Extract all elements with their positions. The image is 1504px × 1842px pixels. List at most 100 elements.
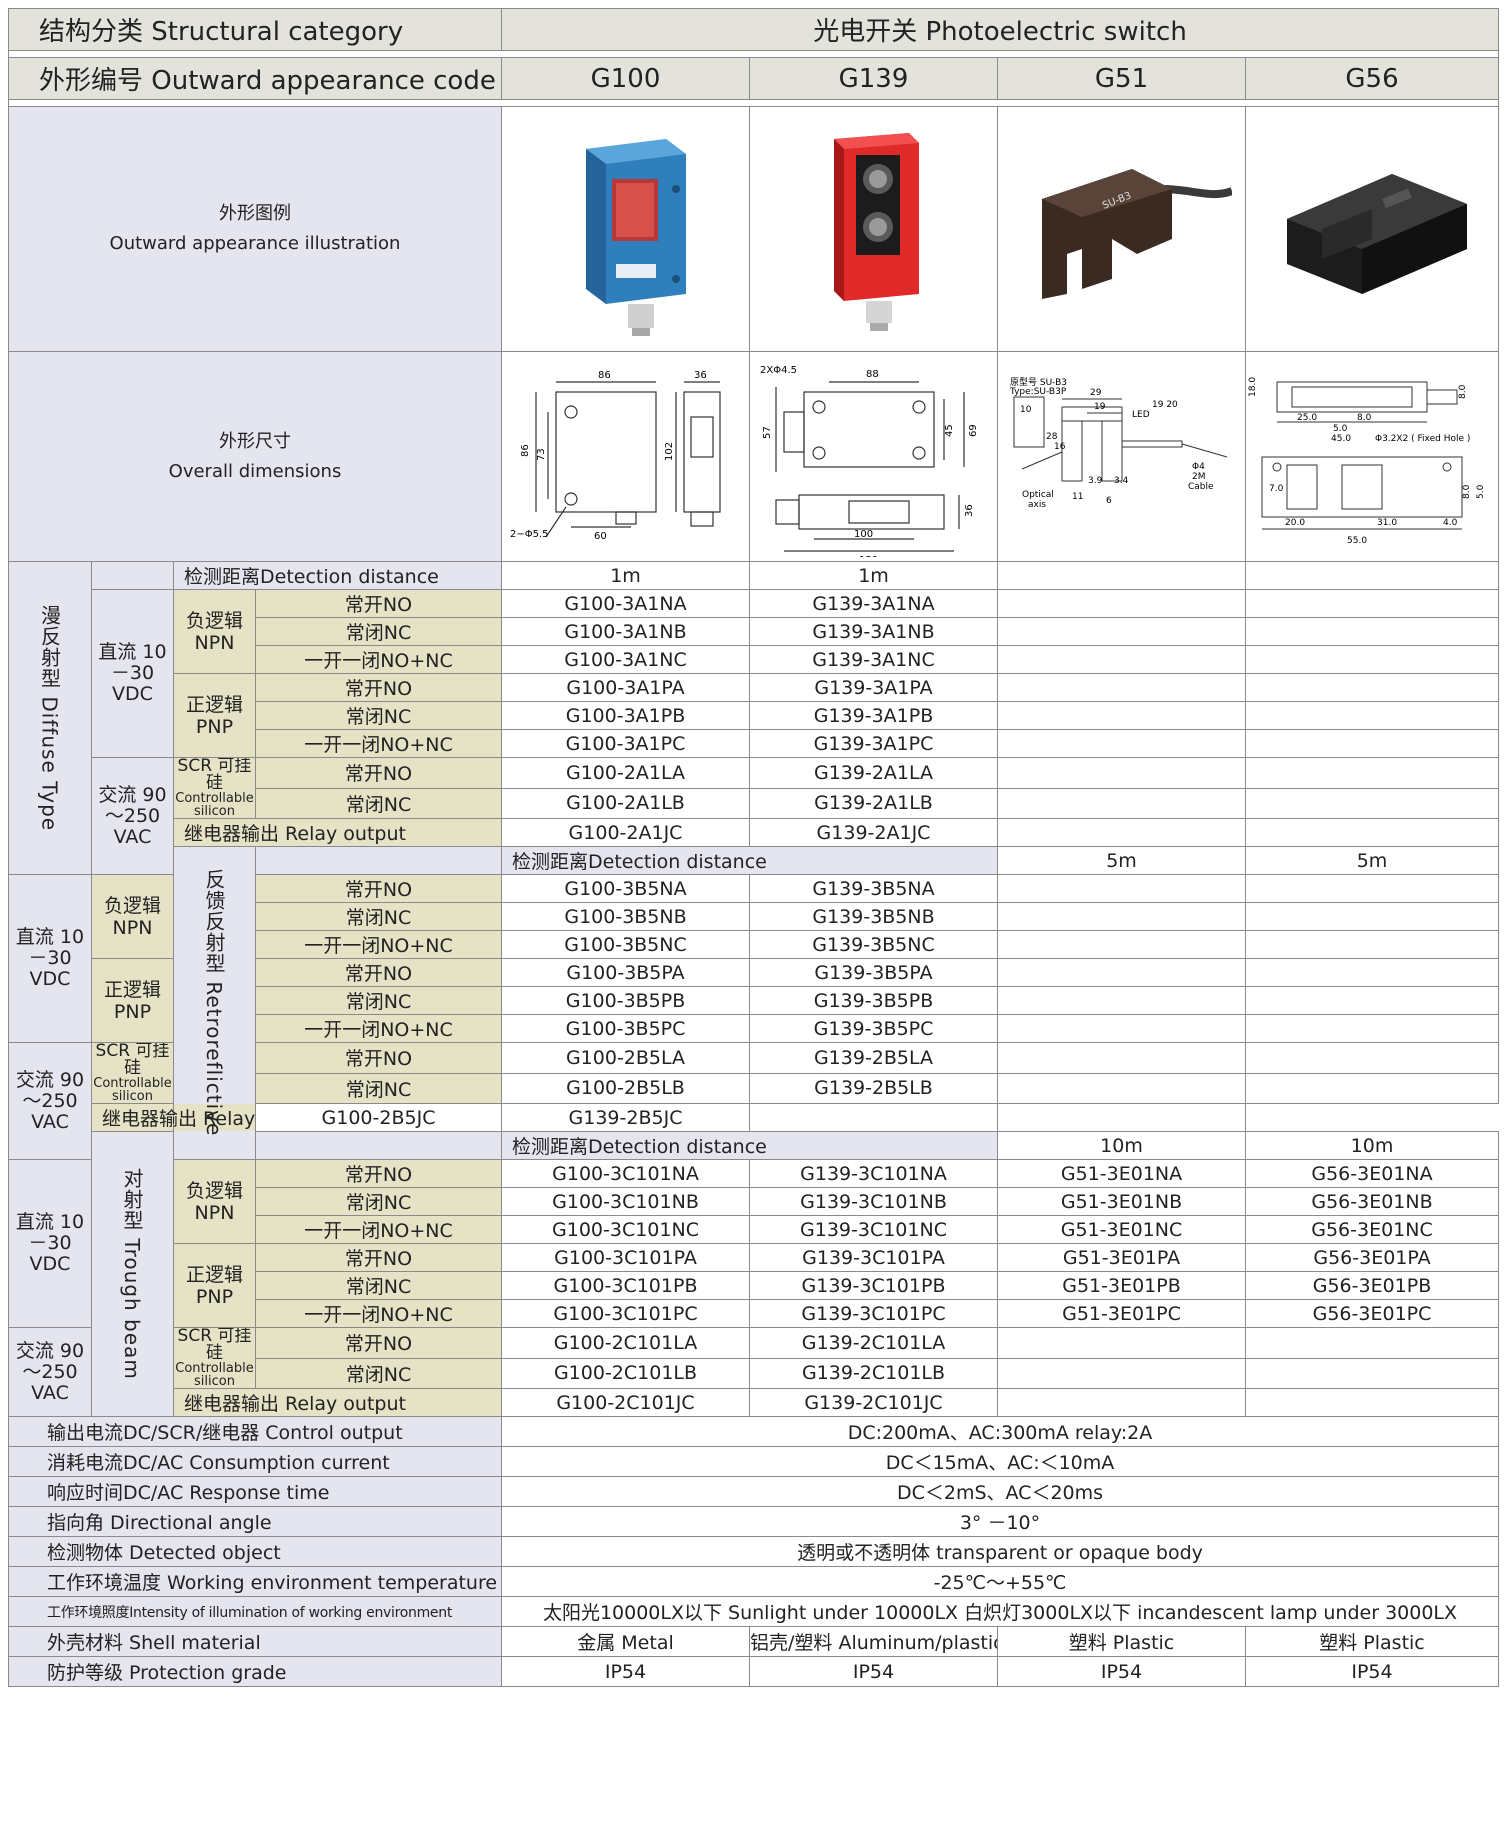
- detection-distance-value: 5m: [1245, 846, 1499, 875]
- model-code-cell: [1245, 729, 1499, 758]
- model-code-cell: [1245, 787, 1499, 819]
- model-code-cell: G100-2C101LA: [501, 1327, 750, 1359]
- g51-dim-led: LED: [1132, 410, 1150, 420]
- model-code-cell: G139-2B5LA: [749, 1042, 998, 1074]
- model-code-cell: [1245, 958, 1499, 987]
- dc-voltage-label: 直流 10－30 VDC: [8, 1159, 92, 1328]
- spec-row-protection: 防护等级 Protection grade IP54 IP54 IP54 IP5…: [8, 1656, 1499, 1687]
- model-code-cell: G100-3A1PC: [501, 729, 750, 758]
- header-row-category: 结构分类 Structural category 光电开关 Photoelect…: [8, 8, 1499, 51]
- model-code-cell: G139-3C101NC: [749, 1215, 998, 1244]
- dimensions-label: 外形尺寸 Overall dimensions: [8, 351, 502, 562]
- model-code-cell: [1245, 1327, 1499, 1359]
- npn-logic-label: 负逻辑 NPN: [173, 589, 256, 674]
- g56-dimension-drawing: 18.0 8.0 25.0 8.0 5.0 45.0 Φ3.2X2 ( Fixe…: [1248, 376, 1486, 545]
- model-code-cell: G56-3E01NB: [1245, 1187, 1499, 1216]
- model-code-cell: G139-3A1PB: [749, 701, 998, 730]
- model-code-cell: G100-3B5NB: [501, 902, 750, 931]
- output-type-label: 一开一闭NO+NC: [255, 729, 502, 758]
- spec-value: 3° －10°: [501, 1506, 1499, 1537]
- g100-dim-73: 73: [536, 448, 547, 461]
- spec-label: 指向角 Directional angle: [8, 1506, 502, 1537]
- g100-dimension-drawing: 86 36 86 73 102 60 2−Φ5.5: [510, 370, 721, 542]
- model-g139: G139: [749, 57, 998, 100]
- model-code-cell: G139-3A1NB: [749, 617, 998, 646]
- model-code-cell: G139-3B5NB: [749, 902, 998, 931]
- model-code-cell: G100-2C101LB: [501, 1357, 750, 1389]
- spec-label: 检测物体 Detected object: [8, 1536, 502, 1567]
- scr-label-en: Controllable silicon: [175, 791, 254, 819]
- g51-dim-cable2: 2M: [1192, 472, 1206, 482]
- model-code-cell: G139-3C101PB: [749, 1271, 998, 1300]
- model-code-cell: G139-3B5NA: [749, 874, 998, 903]
- g56-sensor-image: [1287, 174, 1467, 294]
- dimensions-row: 外形尺寸 Overall dimensions 86: [8, 351, 1499, 562]
- model-code-cell: G51-3E01PC: [997, 1299, 1246, 1328]
- g51-dim-type2: Type:SU-B3P: [1009, 387, 1067, 397]
- blank-cell: [91, 561, 174, 590]
- model-code-cell: [1245, 1357, 1499, 1389]
- spec-value-g51: 塑料 Plastic: [997, 1626, 1246, 1657]
- g51-dim-10: 10: [1020, 405, 1032, 415]
- model-code-cell: [997, 589, 1246, 618]
- g51-sensor-image: SU-B3: [1041, 169, 1232, 299]
- output-type-label: 一开一闭NO+NC: [255, 1215, 502, 1244]
- model-code-cell: G139-2B5JC: [501, 1103, 750, 1132]
- g51-dim-type: 原型号 SU-B3: [1010, 377, 1067, 388]
- g51-dim-1920: 19 20: [1152, 400, 1178, 410]
- model-code-cell: [997, 1327, 1246, 1359]
- model-code-cell: G100-3B5PB: [501, 986, 750, 1015]
- model-code-cell: [997, 729, 1246, 758]
- model-code-cell: G100-3C101NB: [501, 1187, 750, 1216]
- specs-body: 输出电流DC/SCR/继电器 Control output DC:200mA、A…: [8, 1416, 1499, 1687]
- structural-category-label: 结构分类 Structural category: [8, 8, 502, 51]
- model-code-cell: G100-2B5LA: [501, 1042, 750, 1074]
- model-code-cell: G139-3A1PA: [749, 673, 998, 702]
- model-code-cell: G100-2B5LB: [501, 1072, 750, 1104]
- model-code-cell: G100-3C101PA: [501, 1243, 750, 1272]
- scr-label-en: Controllable silicon: [93, 1076, 172, 1104]
- g56-dim-80c: 8.0: [1462, 484, 1472, 499]
- scr-label-cn: SCR 可挂硅: [177, 1327, 252, 1363]
- output-type-label: 一开一闭NO+NC: [255, 645, 502, 674]
- model-code-cell: G100-2A1LB: [501, 787, 750, 819]
- output-type-label: 常闭NC: [255, 1072, 502, 1104]
- g51-dim-39: 3.9: [1088, 476, 1103, 486]
- model-code-cell: G51-3E01PA: [997, 1243, 1246, 1272]
- model-code-cell: G139-2B5LB: [749, 1072, 998, 1104]
- illustration-label: 外形图例 Outward appearance illustration: [8, 106, 502, 352]
- model-code-cell: G100-3B5PA: [501, 958, 750, 987]
- model-code-cell: G100-2A1JC: [501, 818, 750, 847]
- model-code-cell: [1245, 617, 1499, 646]
- model-code-cell: G51-3E01NB: [997, 1187, 1246, 1216]
- output-type-label: 一开一闭NO+NC: [255, 1299, 502, 1328]
- output-type-label: 常开NO: [255, 1159, 502, 1188]
- spec-table: 结构分类 Structural category 光电开关 Photoelect…: [8, 8, 1499, 1687]
- g51-dim-optical: Optical: [1022, 490, 1054, 500]
- output-type-label: 常闭NC: [255, 986, 502, 1015]
- model-code-cell: [997, 617, 1246, 646]
- scr-label-en: Controllable silicon: [175, 1361, 254, 1389]
- structural-category-value: 光电开关 Photoelectric switch: [501, 8, 1499, 51]
- model-code-cell: G139-2C101JC: [749, 1388, 998, 1417]
- pnp-logic-label: 正逻辑 PNP: [173, 1243, 256, 1328]
- detection-distance-label: 检测距离Detection distance: [173, 561, 502, 590]
- g100-dim-36: 36: [694, 370, 707, 381]
- illustration-row: 外形图例 Outward appearance illustration: [8, 106, 1499, 352]
- model-code-cell: G100-3C101PC: [501, 1299, 750, 1328]
- g56-dim-70: 7.0: [1269, 484, 1284, 494]
- model-code-cell: G139-3A1NA: [749, 589, 998, 618]
